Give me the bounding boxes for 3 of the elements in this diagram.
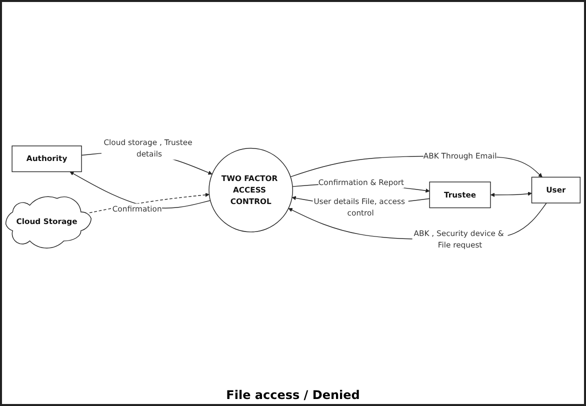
arrow	[490, 192, 532, 198]
note-text: File access / Denied	[226, 388, 360, 402]
arrow	[89, 192, 210, 214]
